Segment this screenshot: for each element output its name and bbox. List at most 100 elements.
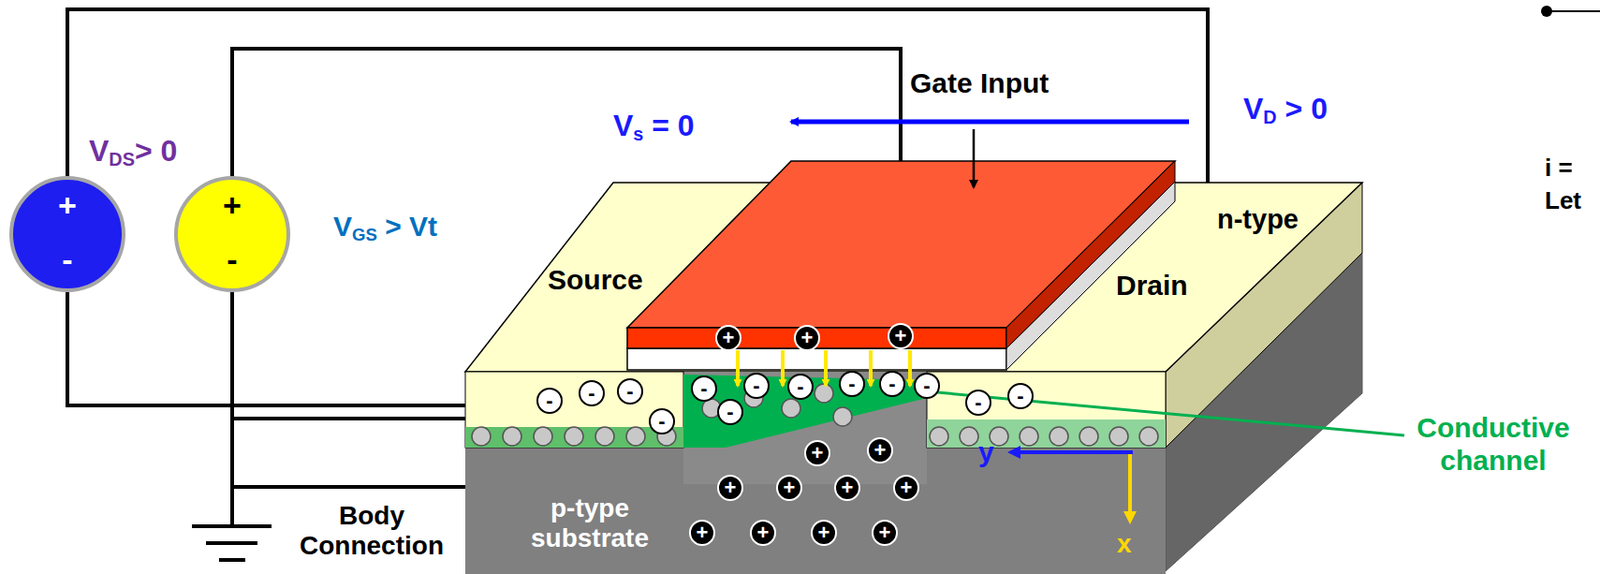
charge-sign: + bbox=[757, 522, 770, 544]
hole-circle bbox=[1049, 426, 1069, 446]
gate-side bbox=[1006, 161, 1175, 349]
charge-sign: - bbox=[13, 243, 122, 276]
charge-sign: + bbox=[818, 522, 831, 544]
hole-circle bbox=[959, 426, 979, 446]
axis-label: y bbox=[978, 436, 995, 470]
electron: - bbox=[690, 375, 718, 402]
hole-circle bbox=[814, 383, 834, 403]
hole-circle bbox=[929, 426, 949, 446]
positive-charge: + bbox=[866, 437, 894, 464]
part-label: p-type substrate bbox=[520, 493, 660, 554]
voltage-label: Vs = 0 bbox=[613, 108, 695, 146]
charge-sign: + bbox=[801, 327, 814, 349]
positive-charge: + bbox=[689, 519, 716, 546]
hole-circle bbox=[626, 426, 646, 446]
charge-sign: - bbox=[726, 401, 734, 423]
voltage-source: +- bbox=[174, 176, 291, 293]
hole-circle bbox=[502, 426, 522, 446]
voltage-label: VDS> 0 bbox=[88, 133, 177, 171]
charge-sign: - bbox=[587, 382, 595, 404]
inversion-strip bbox=[465, 426, 684, 448]
part-label: Gate Input bbox=[910, 67, 1049, 101]
charge-sign: + bbox=[783, 477, 796, 499]
p-region bbox=[683, 371, 927, 485]
voltage-label: VD > 0 bbox=[1243, 91, 1328, 129]
electron: - bbox=[879, 370, 906, 397]
electron: - bbox=[787, 373, 814, 400]
hole-circle bbox=[1019, 426, 1039, 446]
electron: - bbox=[616, 378, 644, 405]
hole-circle bbox=[781, 398, 801, 418]
hole-circle bbox=[1139, 426, 1159, 446]
electron: - bbox=[913, 372, 940, 399]
electron: - bbox=[838, 370, 866, 397]
electron: - bbox=[1007, 382, 1034, 410]
charge-sign: + bbox=[724, 477, 737, 499]
voltage-source: +- bbox=[9, 176, 126, 293]
leader-line bbox=[926, 391, 1405, 436]
charge-sign: - bbox=[888, 373, 896, 395]
charge-sign: + bbox=[895, 325, 908, 347]
charge-sign: - bbox=[1016, 385, 1024, 407]
positive-charge: + bbox=[887, 322, 914, 350]
electron: - bbox=[648, 408, 676, 435]
part-label: Source bbox=[547, 264, 644, 297]
part-label: Body Connection bbox=[271, 500, 472, 561]
electron: - bbox=[965, 389, 992, 416]
hole-circle bbox=[1079, 426, 1099, 446]
conductive-channel bbox=[683, 374, 927, 448]
part-label: n-type bbox=[1217, 204, 1299, 235]
positive-charge: + bbox=[834, 474, 861, 501]
positive-charge: + bbox=[776, 474, 803, 501]
wire bbox=[67, 9, 1208, 525]
charge-sign: - bbox=[923, 375, 930, 397]
positive-charge: + bbox=[893, 474, 920, 501]
positive-charge: + bbox=[793, 324, 821, 352]
charge-sign: + bbox=[177, 189, 287, 221]
electron: - bbox=[536, 387, 563, 414]
axis-label: x bbox=[1116, 528, 1132, 559]
hole-circle bbox=[1109, 426, 1129, 446]
positive-charge: + bbox=[717, 474, 744, 501]
text-fragment: Let bbox=[1544, 187, 1582, 216]
callout-label: Conductive channel bbox=[1393, 411, 1594, 477]
positive-charge: + bbox=[715, 324, 742, 352]
equation-fragment: i = bbox=[1544, 154, 1573, 183]
charge-sign: + bbox=[841, 477, 854, 499]
charge-sign: - bbox=[658, 411, 665, 432]
hole-circle bbox=[833, 407, 852, 426]
part-label: Drain bbox=[1115, 269, 1189, 303]
hole-row bbox=[471, 383, 1159, 446]
charge-sign: - bbox=[752, 375, 760, 397]
positive-charge: + bbox=[749, 519, 777, 546]
electron: - bbox=[717, 398, 744, 426]
charge-sign: + bbox=[696, 522, 709, 544]
hole-circle bbox=[564, 426, 584, 446]
charge-sign: - bbox=[545, 390, 553, 412]
charge-sign: + bbox=[722, 327, 735, 349]
p-substrate bbox=[465, 440, 1166, 574]
gate-arrow bbox=[972, 129, 976, 188]
charge-sign: - bbox=[626, 381, 633, 402]
gate-oxide bbox=[627, 348, 1007, 370]
positive-charge: + bbox=[871, 519, 898, 546]
y-axis bbox=[1011, 450, 1133, 455]
voltage-label: VGS > Vt bbox=[333, 210, 438, 245]
hole-circle bbox=[595, 426, 615, 446]
positive-charge: + bbox=[810, 519, 837, 546]
charge-sign: - bbox=[796, 376, 804, 397]
charge-sign: - bbox=[700, 378, 707, 399]
charge-sign: + bbox=[879, 522, 892, 544]
hole-circle bbox=[471, 426, 491, 446]
charge-sign: + bbox=[13, 189, 122, 221]
electron: - bbox=[743, 372, 770, 399]
source-well bbox=[465, 371, 684, 448]
charge-sign: - bbox=[974, 392, 982, 413]
electron: - bbox=[578, 380, 605, 407]
current-arrow bbox=[791, 119, 1189, 125]
charge-sign: + bbox=[874, 440, 887, 461]
inversion-strip bbox=[926, 419, 1166, 448]
positive-charge: + bbox=[804, 440, 831, 467]
wire bbox=[1546, 10, 1600, 13]
charge-sign: - bbox=[177, 243, 287, 276]
